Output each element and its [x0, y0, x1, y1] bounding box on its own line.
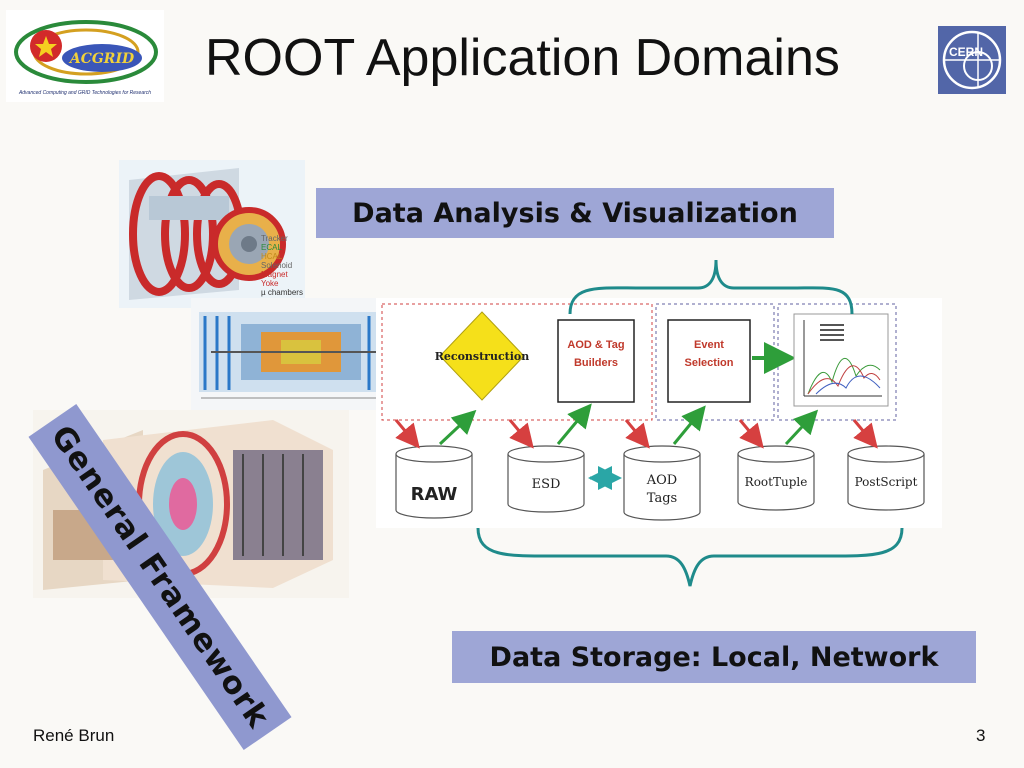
down-arrow-roottuple	[738, 419, 764, 449]
storage-aod-label-1: AOD	[646, 473, 677, 488]
storage-postscript-label: PostScript	[855, 475, 918, 489]
legend-muon: µ chambers	[261, 288, 303, 297]
author-name: René Brun	[33, 726, 115, 745]
plot-thumbnail-icon	[793, 313, 889, 407]
aod-builders-label-2: Builders	[574, 357, 618, 369]
storage-raw-label: RAW	[411, 484, 458, 505]
reco-group-box	[381, 303, 653, 421]
up-arrow-selection	[672, 405, 706, 445]
storage-raw: RAW	[395, 445, 473, 519]
storage-aod-label-2: Tags	[647, 491, 677, 506]
atlas-detector-image	[191, 298, 407, 410]
legend-tracker: Tracker	[261, 234, 288, 243]
storage-esd-label: ESD	[532, 477, 561, 492]
aod-builders-node: AOD & Tag Builders	[557, 319, 635, 403]
acgrid-logo-name: ACGRID	[68, 51, 135, 67]
down-arrow-aod	[624, 419, 650, 449]
down-arrow-esd	[508, 419, 534, 449]
up-arrow-reco	[438, 409, 477, 446]
event-selection-node: Event Selection	[667, 319, 751, 403]
analysis-brace	[568, 259, 854, 315]
storage-roottuple-label: RootTuple	[745, 475, 808, 489]
storage-postscript: PostScript	[847, 445, 925, 511]
up-arrow-builders	[556, 403, 592, 445]
page-number: 3	[976, 726, 986, 745]
down-arrow-raw	[394, 419, 420, 449]
legend-solenoid: Solenoid	[261, 261, 293, 270]
acgrid-logo-caption: Advanced Computing and GRID Technologies…	[18, 90, 152, 96]
legend-hcal: HCAL	[261, 252, 283, 261]
reconstruction-label: Reconstruction	[435, 350, 530, 363]
down-arrow-postscript	[852, 419, 878, 449]
storage-brace	[476, 527, 904, 587]
event-selection-label-2: Selection	[685, 357, 734, 369]
storage-roottuple: RootTuple	[737, 445, 815, 511]
legend-yoke: Magnet Yoke	[261, 270, 288, 288]
dataflow-diagram: Reconstruction AOD & Tag Builders Event …	[376, 298, 942, 528]
reconstruction-node: Reconstruction	[435, 311, 530, 401]
storage-aod-tags: AOD Tags	[623, 445, 701, 521]
cms-detector-image: Tracker ECAL HCAL Solenoid Magnet Yoke µ…	[119, 160, 305, 308]
up-arrow-plot	[784, 409, 819, 446]
slide-title: ROOT Application Domains	[205, 29, 840, 87]
cern-logo-name: CERN	[949, 45, 983, 59]
aod-builders-label-1: AOD & Tag	[567, 339, 624, 351]
event-selection-label-1: Event	[694, 339, 724, 351]
storage-label: Data Storage: Local, Network	[452, 631, 976, 683]
legend-ecal: ECAL	[261, 243, 282, 252]
cern-logo-icon: CERN	[938, 26, 1006, 94]
analysis-label: Data Analysis & Visualization	[316, 188, 834, 238]
storage-esd: ESD	[507, 445, 585, 513]
acgrid-logo-icon: ACGRID Advanced Computing and GRID Techn…	[6, 10, 164, 102]
